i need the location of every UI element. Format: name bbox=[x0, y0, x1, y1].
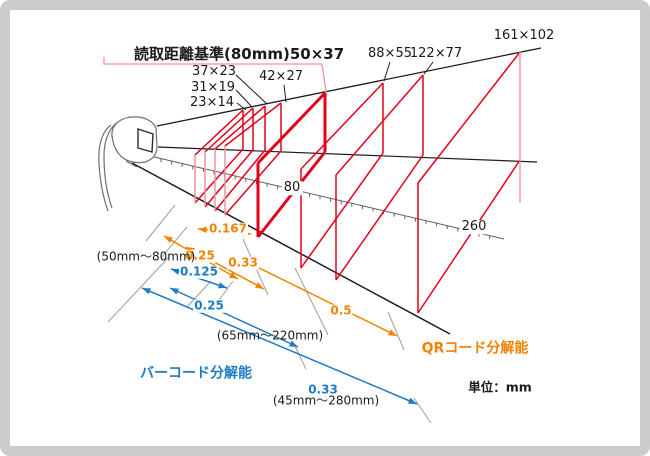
label-qr-025: 0.25 bbox=[184, 248, 216, 263]
label-distance-260: 260 bbox=[459, 219, 489, 235]
label-range-65-220: (65mm〜220mm) bbox=[216, 328, 324, 343]
label-bc-025: 0.25 bbox=[193, 298, 225, 313]
title-underline-leader bbox=[103, 57, 327, 93]
label-size-31x19: 31×19 bbox=[191, 80, 235, 96]
label-size-42x27: 42×27 bbox=[259, 69, 303, 85]
label-size-88x55: 88×55 bbox=[368, 46, 412, 62]
extension-lines bbox=[107, 204, 432, 424]
label-size-122x77: 122×77 bbox=[409, 46, 463, 62]
label-qr-05: 0.5 bbox=[329, 303, 353, 318]
beam-lines bbox=[131, 47, 542, 335]
label-size-37x23: 37×23 bbox=[192, 64, 236, 80]
label-qr-resolution-group: QRコード分解能 bbox=[421, 340, 529, 357]
title-reading-distance-reference: 読取距離基準(80mm)50×37 bbox=[134, 45, 345, 64]
label-size-161x102: 161×102 bbox=[493, 28, 555, 44]
label-qr-033: 0.33 bbox=[227, 255, 259, 270]
barcode-dimension-arrows bbox=[141, 268, 418, 405]
label-unit-mm: 単位：mm bbox=[468, 379, 532, 395]
label-size-23x14: 23×14 bbox=[190, 95, 234, 111]
label-bc-0125: 0.125 bbox=[179, 264, 219, 279]
label-leader-lines bbox=[235, 61, 434, 111]
reading-frames bbox=[194, 51, 521, 314]
label-bc-033: 0.33 bbox=[307, 382, 339, 397]
label-distance-80: 80 bbox=[281, 180, 303, 196]
ruler-line bbox=[149, 155, 505, 240]
label-qr-0167: 0.167 bbox=[208, 221, 248, 236]
scanner-icon bbox=[98, 116, 158, 212]
label-range-50-80: (50mm〜80mm) bbox=[96, 249, 196, 264]
label-range-45-280: (45mm〜280mm) bbox=[272, 393, 380, 408]
label-barcode-resolution-group: バーコード分解能 bbox=[140, 365, 252, 382]
